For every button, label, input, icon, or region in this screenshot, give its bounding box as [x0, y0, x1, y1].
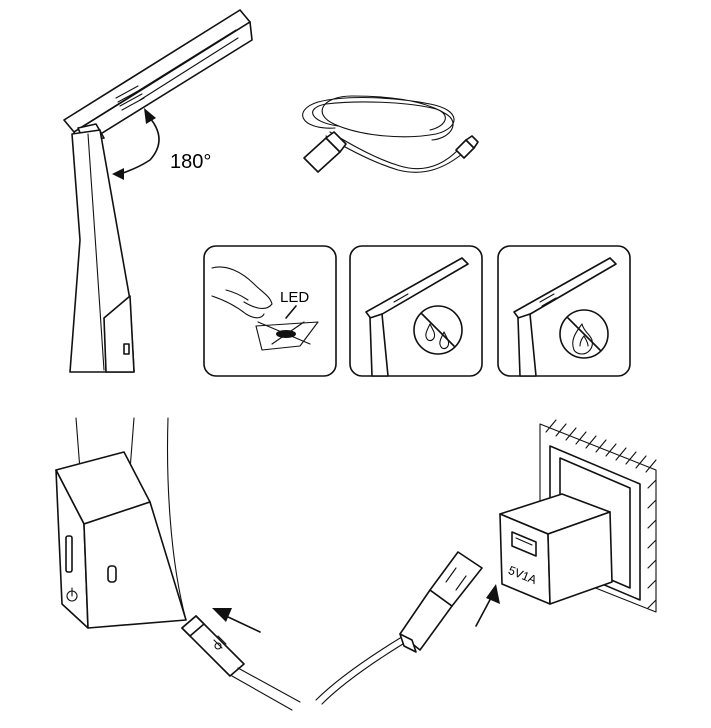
rotation-arrow [112, 108, 160, 180]
insert-arrow-left [212, 608, 261, 633]
panel-touch-led: LED [203, 245, 337, 377]
vent-grill [115, 85, 145, 111]
panel-no-water [349, 245, 483, 377]
charging-cable [315, 631, 411, 701]
panel-no-fire [497, 245, 631, 377]
usb-cable-coil [302, 95, 479, 173]
micro-usb-plug [181, 615, 301, 711]
lamp-base-charging [55, 417, 187, 629]
lamp-open-illustration [63, 9, 253, 373]
led-label: LED [280, 289, 309, 306]
angle-label: 180° [170, 151, 211, 173]
insert-arrow-up [475, 584, 500, 627]
power-adapter: 5V1A [499, 493, 613, 605]
usb-a-plug [399, 551, 483, 653]
